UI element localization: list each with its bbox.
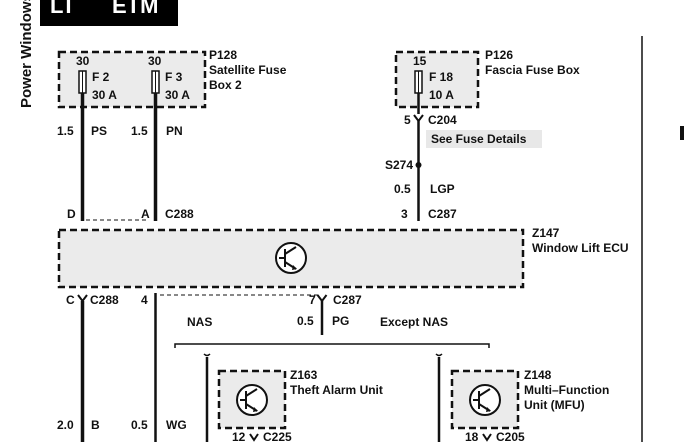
splice-s274-dot	[415, 162, 422, 168]
header-label-box	[40, 0, 178, 26]
theft-transistor-icon	[236, 384, 268, 416]
wire-pg-size: 0.5	[297, 314, 314, 328]
c288-bottom-symbol	[77, 294, 88, 303]
module-ecu-name: Window Lift ECU	[532, 241, 629, 255]
c287-bottom-symbol	[316, 294, 328, 303]
c288-top-id: C288	[165, 207, 194, 221]
c287-bottom-id: C287	[333, 293, 362, 307]
wire-pn-size: 1.5	[131, 124, 148, 138]
splice-s274-id: S274	[385, 158, 413, 172]
side-title: Power Windows	[18, 0, 35, 108]
pin-4: 4	[141, 293, 148, 307]
fuse-f3-amps: 30 A	[165, 88, 190, 102]
c225-symbol	[249, 433, 259, 442]
module-mfu-ref: Z148	[524, 368, 552, 382]
mfu-transistor-icon	[469, 384, 501, 416]
c288-bottom-id: C288	[90, 293, 119, 307]
fuse-box-p128-name2: Box 2	[209, 78, 242, 92]
transistor-icon	[275, 242, 307, 274]
fuse-f2-amps: 30 A	[92, 88, 117, 102]
wire-lgp-size: 0.5	[394, 182, 411, 196]
wire-b-size: 2.0	[57, 418, 74, 432]
fuse-details-box	[426, 130, 542, 148]
c225-id: C225	[263, 430, 292, 442]
module-theft-ref: Z163	[290, 368, 318, 382]
c288-pin-d: D	[67, 207, 76, 221]
fuse-box-p126-name: Fascia Fuse Box	[485, 63, 580, 77]
c205-symbol	[482, 433, 492, 442]
fuse-f18-amps: 10 A	[429, 88, 454, 102]
wire-lgp-color: LGP	[430, 182, 455, 196]
fuse-box-p126	[394, 50, 480, 109]
c204-symbol	[413, 114, 424, 123]
fuse-f3-id: F 3	[165, 70, 183, 84]
option-bracket	[174, 343, 490, 348]
fuse-details-note: See Fuse Details	[431, 132, 527, 146]
wire-b-color: B	[91, 418, 100, 432]
module-mfu-name1: Multi–Function	[524, 383, 609, 397]
fuse-f18-id: F 18	[429, 70, 453, 84]
module-mfu-name2: Unit (MFU)	[524, 398, 585, 412]
header-module: ETM	[112, 0, 158, 18]
wire-ps-size: 1.5	[57, 124, 74, 138]
note-nas: NAS	[187, 315, 212, 329]
header-code: LT	[50, 0, 76, 18]
wire-wg-color: WG	[166, 418, 187, 432]
c204-id: C204	[428, 113, 457, 127]
c225-pin: 12	[232, 430, 246, 442]
wire-wg-size: 0.5	[131, 418, 148, 432]
fuse-box-p126-ref: P126	[485, 48, 513, 62]
c287-top-pin: 3	[401, 207, 408, 221]
fuse-box-p128-ref: P128	[209, 48, 237, 62]
edge-mark	[680, 126, 684, 140]
fuse-box-p128-name1: Satellite Fuse	[209, 63, 287, 77]
c288-bottom-pin: C	[66, 293, 75, 307]
c287-top-id: C287	[428, 207, 457, 221]
wire-pn-color: PN	[166, 124, 183, 138]
c288-pin-a: A	[141, 207, 150, 221]
module-ecu-ref: Z147	[532, 226, 560, 240]
c287-bottom-pin: 7	[309, 293, 316, 307]
c205-pin: 18	[465, 430, 479, 442]
c205-id: C205	[496, 430, 525, 442]
fuse-f18-rating: 15	[413, 54, 427, 68]
wire-pg-color: PG	[332, 314, 349, 328]
fuse-f2-id: F 2	[92, 70, 110, 84]
fuse-f3-rating: 30	[148, 54, 162, 68]
note-except-nas: Except NAS	[380, 315, 448, 329]
fuse-f2-rating: 30	[76, 54, 90, 68]
c204-pin: 5	[404, 113, 411, 127]
module-theft-name: Theft Alarm Unit	[290, 383, 383, 397]
wire-ps-color: PS	[91, 124, 107, 138]
